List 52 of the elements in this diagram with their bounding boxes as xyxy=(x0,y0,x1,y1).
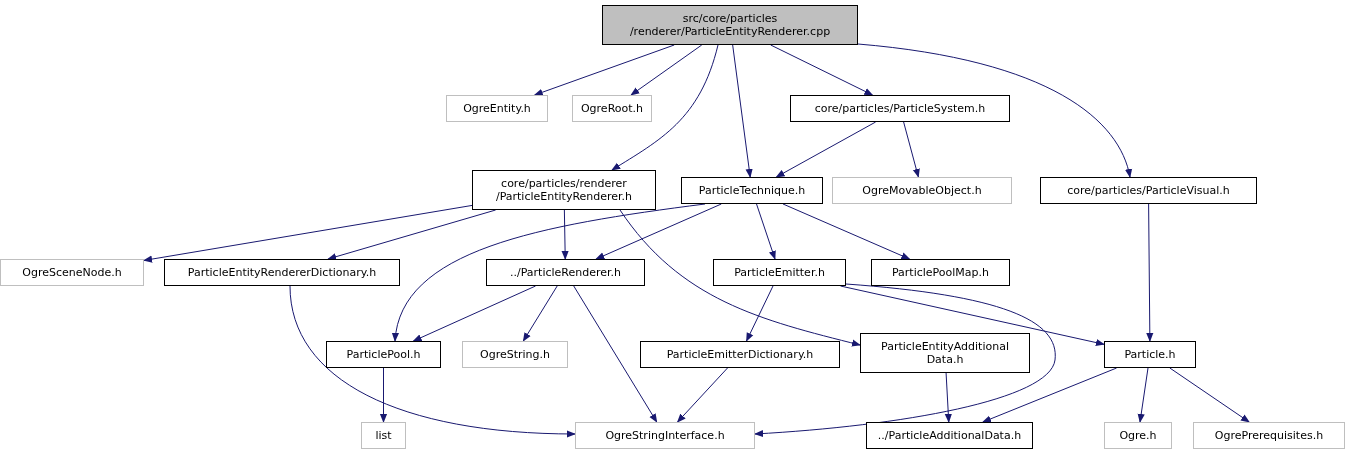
file-box: core/particles/ParticleSystem.h xyxy=(790,95,1010,122)
arrow xyxy=(533,44,675,96)
file-box: Particle.h xyxy=(1104,341,1196,368)
file-box: OgreSceneNode.h xyxy=(0,259,144,286)
file-box: Ogre.h xyxy=(1104,422,1172,449)
file-box: ParticleEmitterDictionary.h xyxy=(640,341,840,368)
arrow xyxy=(573,285,658,423)
arrow xyxy=(289,285,576,438)
arrow xyxy=(1137,367,1149,423)
file-box: OgreEntity.h xyxy=(446,95,548,122)
arrow xyxy=(1169,367,1250,423)
arrow xyxy=(327,209,497,261)
file-box: list xyxy=(361,422,406,449)
file-box: ../ParticleRenderer.h xyxy=(486,259,645,286)
arrow xyxy=(143,204,473,263)
file-box: ParticleTechnique.h xyxy=(681,177,823,204)
file-box: OgreMovableObject.h xyxy=(832,177,1012,204)
arrow xyxy=(782,203,911,260)
arrow xyxy=(903,121,920,178)
file-box: ParticleEntityAdditional Data.h xyxy=(860,333,1030,373)
file-box: OgreStringInterface.h xyxy=(575,422,755,449)
arrow xyxy=(775,121,877,178)
file-box: OgrePrerequisites.h xyxy=(1193,422,1345,449)
arrow xyxy=(746,285,774,342)
arrow xyxy=(595,203,722,260)
arrow xyxy=(1146,203,1154,342)
arrow xyxy=(770,44,874,96)
file-box: OgreRoot.h xyxy=(572,95,652,122)
file-box: src/core/particles /renderer/ParticleEntityRenderer.cpp xyxy=(602,5,858,45)
arrow xyxy=(676,367,728,423)
arrow xyxy=(619,209,861,347)
arrow xyxy=(611,44,719,171)
file-box: ParticlePool.h xyxy=(326,341,441,368)
file-box: ParticlePoolMap.h xyxy=(871,259,1010,286)
arrow xyxy=(857,43,1132,178)
arrow xyxy=(754,283,1056,438)
arrow xyxy=(982,367,1118,423)
arrow xyxy=(840,285,1105,347)
arrow xyxy=(732,44,753,178)
arrow xyxy=(522,285,558,342)
file-box: OgreString.h xyxy=(462,341,568,368)
file-box: ParticleEntityRendererDictionary.h xyxy=(164,259,400,286)
arrow xyxy=(944,372,952,423)
arrow xyxy=(756,203,776,260)
arrow xyxy=(379,367,388,423)
arrow xyxy=(630,44,703,96)
file-box: ParticleEmitter.h xyxy=(713,259,846,286)
file-box: ../ParticleAdditionalData.h xyxy=(866,422,1033,449)
file-box: core/particles/renderer /ParticleEntityRenderer.h xyxy=(472,170,656,210)
arrow xyxy=(412,285,537,342)
file-box: core/particles/ParticleVisual.h xyxy=(1040,177,1257,204)
arrow xyxy=(561,209,569,260)
